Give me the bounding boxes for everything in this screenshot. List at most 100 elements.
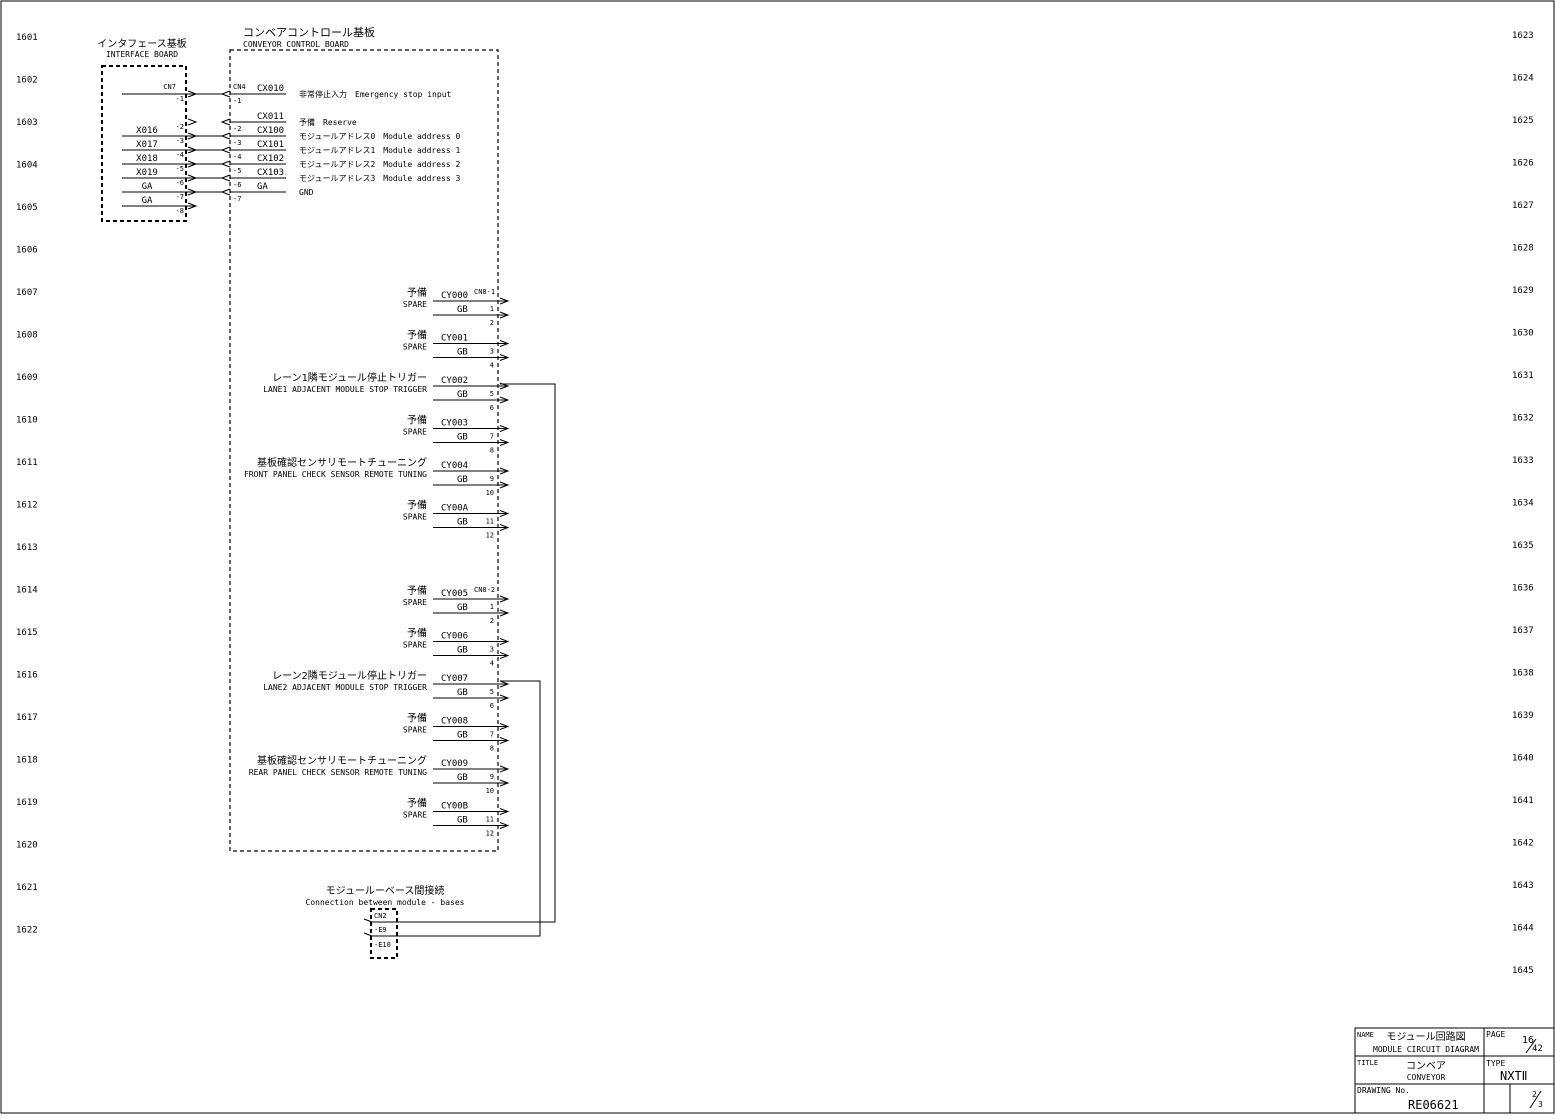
row-label-right: 1636 (1512, 584, 1534, 594)
output-ground-name: GB (457, 688, 468, 698)
output-pin: 9 (490, 475, 494, 483)
conveyor-pin-arrow (220, 146, 231, 154)
row-label-right: 1640 (1512, 754, 1534, 764)
title-block: NAME モジュール回路図 MODULE CIRCUIT DIAGRAM PAG… (1354, 1027, 1555, 1114)
interface-pin: -2 (176, 123, 184, 131)
row-label-left: 1621 (16, 883, 38, 893)
row-label-left: 1608 (16, 331, 38, 341)
output-pin: 6 (490, 702, 494, 710)
row-label-left: 1601 (16, 33, 38, 43)
output-desc-jp: 予備 (407, 286, 427, 299)
output-pin: 6 (490, 404, 494, 412)
interface-signal: GA (142, 196, 153, 206)
title-jp: コンベア (1406, 1060, 1446, 1072)
row-label-left: 1609 (16, 373, 38, 383)
page-number: 16 (1522, 1035, 1534, 1046)
row-label-right: 1633 (1512, 456, 1534, 466)
output-desc-jp: レーン2隣モジュール停止トリガー (272, 669, 427, 682)
conveyor-pin: -5 (233, 167, 241, 175)
output-ground-arrow (499, 609, 510, 617)
interface-board-outline (101, 65, 187, 222)
row-label-right: 1629 (1512, 286, 1534, 296)
output-signal-name: CY000 (441, 291, 468, 301)
interface-pin: -1 (176, 95, 184, 103)
output-desc-jp: 予備 (407, 712, 427, 725)
row-label-right: 1623 (1512, 31, 1534, 41)
output-signal-name: CY00B (441, 802, 468, 812)
output-ground-name: GB (457, 603, 468, 613)
conveyor-input-name: CX011 (257, 112, 284, 122)
row-label-left: 1603 (16, 118, 38, 128)
output-pin: 10 (486, 489, 494, 497)
output-signal-arrow (499, 297, 510, 305)
conveyor-input-name: CX100 (257, 126, 284, 136)
row-label-right: 1643 (1512, 881, 1534, 891)
interface-pin-arrow (187, 118, 198, 126)
output-desc-jp: 予備 (407, 329, 427, 342)
type-label: TYPE (1486, 1059, 1505, 1068)
output-desc-jp: 予備 (407, 584, 427, 597)
output-desc-en: SPARE (403, 641, 427, 650)
output-connector-label: CN8-2 (474, 586, 495, 594)
output-ground-name: GB (457, 305, 468, 315)
interface-signal: X018 (136, 154, 158, 164)
output-signal-name: CY004 (441, 461, 468, 471)
output-ground-name: GB (457, 646, 468, 656)
output-pin: 11 (486, 816, 494, 824)
conveyor-input-desc: モジュールアドレス0 Module address 0 (299, 132, 461, 141)
conveyor-input-desc: 非常停止入力 Emergency stop input (299, 89, 452, 99)
conveyor-pin: -4 (233, 153, 241, 161)
conveyor-input-desc: モジュールアドレス1 Module address 1 (299, 146, 461, 155)
conveyor-input-name: CX103 (257, 168, 284, 178)
output-ground-name: GB (457, 731, 468, 741)
conveyor-input-desc: GND (299, 188, 314, 197)
output-pin: 9 (490, 773, 494, 781)
module-base-title-jp: モジュールーベース間接続 (326, 884, 445, 897)
output-ground-arrow (499, 354, 510, 361)
title-en: CONVEYOR (1407, 1073, 1446, 1082)
conveyor-input-name: CX101 (257, 140, 284, 150)
conveyor-pin: -7 (233, 195, 241, 203)
output-ground-arrow (499, 439, 510, 446)
output-ground-name: GB (457, 390, 468, 400)
output-ground-arrow (499, 396, 510, 404)
conveyor-pin: -3 (233, 139, 241, 147)
output-signal-arrow (499, 340, 510, 347)
output-desc-jp: 基板確認センサリモートチューニング (257, 754, 427, 767)
output-ground-arrow (499, 779, 510, 787)
output-signal-name: CY003 (441, 419, 468, 429)
row-label-left: 1616 (16, 671, 38, 681)
output-pin: 8 (490, 745, 494, 753)
row-label-right: 1638 (1512, 669, 1534, 679)
row-label-right: 1631 (1512, 371, 1534, 381)
interface-pin: -7 (176, 193, 184, 201)
row-labels-right: 1623162416251626162716281629163016311632… (1512, 31, 1534, 976)
output-desc-en: SPARE (403, 726, 427, 735)
output-desc-en: SPARE (403, 343, 427, 352)
conveyor-board-outline (229, 49, 499, 852)
output-signal-arrow (499, 425, 510, 432)
interface-board-title-en: INTERFACE BOARD (106, 50, 178, 59)
row-label-right: 1628 (1512, 244, 1534, 254)
row-label-right: 1639 (1512, 711, 1534, 721)
interface-connector-label: CN7 (163, 83, 176, 91)
output-ground-arrow (499, 737, 510, 744)
output-ground-arrow (499, 652, 510, 659)
output-signal-name: CY001 (441, 334, 468, 344)
conveyor-pin-arrow (220, 160, 231, 168)
row-label-left: 1606 (16, 246, 38, 256)
output-desc-en: FRONT PANEL CHECK SENSOR REMOTE TUNING (244, 470, 427, 479)
output-pin: 1 (490, 603, 494, 611)
output-ground-arrow (499, 694, 510, 702)
output-signal-arrow (499, 467, 510, 475)
interface-pin: -6 (176, 179, 184, 187)
output-ground-arrow (499, 524, 510, 531)
output-signal-name: CY006 (441, 632, 468, 642)
output-desc-en: LANE2 ADJACENT MODULE STOP TRIGGER (263, 683, 427, 692)
output-signal-name: CY009 (441, 759, 468, 769)
output-desc-en: LANE1 ADJACENT MODULE STOP TRIGGER (263, 385, 427, 394)
interface-pin: -4 (176, 151, 184, 159)
